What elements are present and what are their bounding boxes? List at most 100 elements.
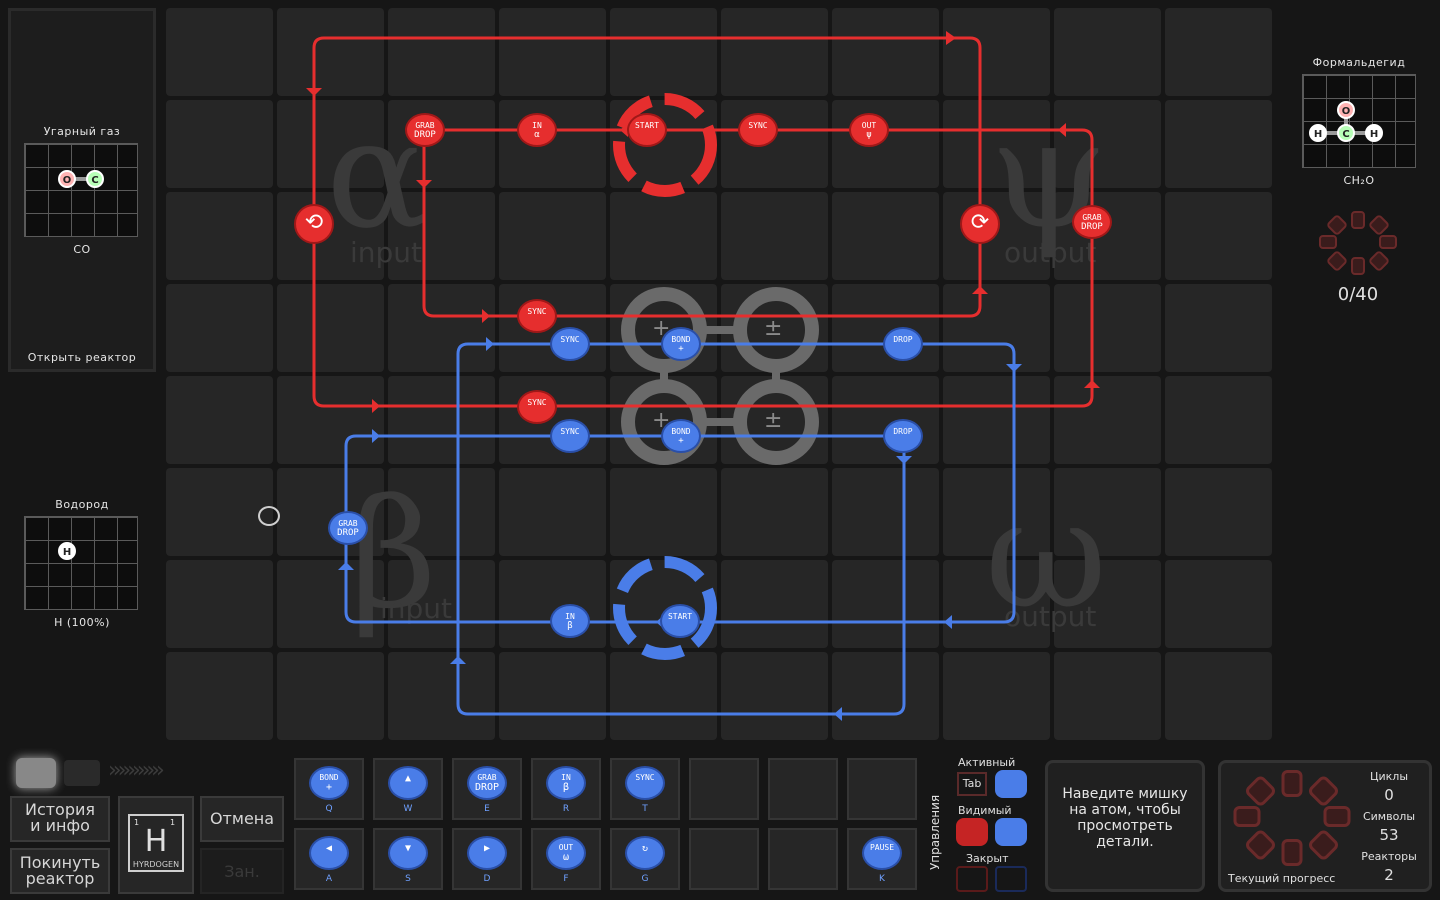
target-atom-carbon[interactable]: C — [1337, 124, 1355, 142]
tool-instruction[interactable]: SYNC — [625, 766, 665, 800]
target-atom-hydrogen-left[interactable]: H — [1309, 124, 1327, 142]
board-cell[interactable] — [277, 376, 384, 464]
board-cell[interactable] — [499, 376, 606, 464]
board-cell[interactable] — [943, 560, 1050, 648]
board-cell[interactable] — [277, 192, 384, 280]
board-cell[interactable] — [499, 468, 606, 556]
board-cell[interactable] — [499, 8, 606, 96]
board-cell[interactable] — [277, 8, 384, 96]
open-reactor-link[interactable]: Открыть реактор — [27, 351, 137, 364]
board-cell[interactable] — [166, 100, 273, 188]
board-cell[interactable] — [1165, 284, 1272, 372]
board-cell[interactable] — [832, 284, 939, 372]
leave-reactor-button[interactable] — [10, 848, 110, 894]
board-cell[interactable] — [388, 284, 495, 372]
board-cell[interactable] — [1165, 376, 1272, 464]
atom-carbon[interactable]: C — [86, 170, 104, 188]
board-cell[interactable] — [499, 560, 606, 648]
tool-instruction[interactable]: BOND+ — [309, 766, 349, 800]
board-cell[interactable] — [1054, 192, 1161, 280]
board-cell[interactable] — [166, 560, 273, 648]
board-cell[interactable] — [832, 376, 939, 464]
board-cell[interactable] — [721, 100, 828, 188]
molecule2-grid[interactable] — [24, 516, 138, 610]
board-cell[interactable] — [1054, 376, 1161, 464]
reactor-board[interactable] — [166, 8, 1276, 744]
board-cell[interactable] — [943, 376, 1050, 464]
tool-slot[interactable] — [689, 828, 759, 890]
active-blue-swatch[interactable] — [995, 770, 1027, 798]
tool-slot[interactable] — [847, 758, 917, 820]
board-cell[interactable] — [277, 284, 384, 372]
blue-node[interactable]: BOND+ — [661, 419, 701, 453]
speed-chevrons[interactable]: ››››››››››› — [108, 758, 165, 783]
board-cell[interactable] — [388, 376, 495, 464]
board-cell[interactable] — [943, 192, 1050, 280]
board-cell[interactable] — [610, 8, 717, 96]
board-cell[interactable] — [499, 100, 606, 188]
board-cell[interactable] — [1165, 560, 1272, 648]
visible-red-swatch[interactable] — [956, 818, 988, 846]
target-atom-oxygen[interactable]: O — [1337, 101, 1355, 119]
board-cell[interactable] — [1165, 192, 1272, 280]
red-node[interactable]: SYNC — [517, 390, 557, 424]
blue-node[interactable]: SYNC — [550, 419, 590, 453]
speed-indicator[interactable] — [16, 758, 56, 788]
board-cell[interactable] — [1054, 560, 1161, 648]
target-atom-hydrogen-right[interactable]: H — [1365, 124, 1383, 142]
tool-slot[interactable] — [689, 758, 759, 820]
closed-red-swatch[interactable] — [956, 866, 988, 892]
board-cell[interactable] — [277, 652, 384, 740]
board-cell[interactable] — [721, 8, 828, 96]
board-cell[interactable] — [721, 192, 828, 280]
red-rotate-node-left[interactable]: ⟲ — [294, 204, 334, 244]
tab-key[interactable]: Tab — [957, 772, 987, 796]
board-cell[interactable] — [1054, 468, 1161, 556]
board-cell[interactable] — [166, 284, 273, 372]
atom-hydrogen[interactable]: H — [58, 542, 76, 560]
board-cell[interactable] — [1054, 8, 1161, 96]
board-cell[interactable] — [943, 8, 1050, 96]
red-node[interactable]: SYNC — [517, 299, 557, 333]
tool-instruction[interactable]: ▲ — [388, 766, 428, 800]
board-cell[interactable] — [388, 8, 495, 96]
blue-node[interactable]: SYNC — [550, 327, 590, 361]
board-cell[interactable] — [388, 560, 495, 648]
board-cell[interactable] — [1054, 100, 1161, 188]
board-cell[interactable] — [943, 652, 1050, 740]
board-cell[interactable] — [610, 652, 717, 740]
board-cell[interactable] — [499, 192, 606, 280]
red-rotate-node-right[interactable]: ⟳ — [960, 204, 1000, 244]
board-cell[interactable] — [277, 100, 384, 188]
board-cell[interactable] — [832, 468, 939, 556]
tool-slot[interactable] — [768, 758, 838, 820]
board-cell[interactable] — [166, 192, 273, 280]
board-cell[interactable] — [721, 560, 828, 648]
history-button[interactable] — [10, 796, 110, 842]
blue-node[interactable]: DROP — [883, 327, 923, 361]
tool-instruction[interactable]: ↻ — [625, 836, 665, 870]
undo-button[interactable] — [200, 796, 284, 842]
red-node[interactable]: START — [627, 113, 667, 147]
board-cell[interactable] — [166, 468, 273, 556]
tool-instruction[interactable]: ◀ — [309, 836, 349, 870]
board-cell[interactable] — [388, 652, 495, 740]
board-cell[interactable] — [1054, 652, 1161, 740]
atom-oxygen[interactable]: O — [58, 170, 76, 188]
board-cell[interactable] — [166, 652, 273, 740]
board-cell[interactable] — [832, 652, 939, 740]
board-cell[interactable] — [1165, 8, 1272, 96]
board-cell[interactable] — [499, 284, 606, 372]
board-cell[interactable] — [610, 468, 717, 556]
board-cell[interactable] — [943, 284, 1050, 372]
tool-instruction[interactable]: PAUSE — [862, 836, 902, 870]
board-cell[interactable] — [721, 652, 828, 740]
board-cell[interactable] — [388, 192, 495, 280]
red-node[interactable]: SYNC — [738, 113, 778, 147]
